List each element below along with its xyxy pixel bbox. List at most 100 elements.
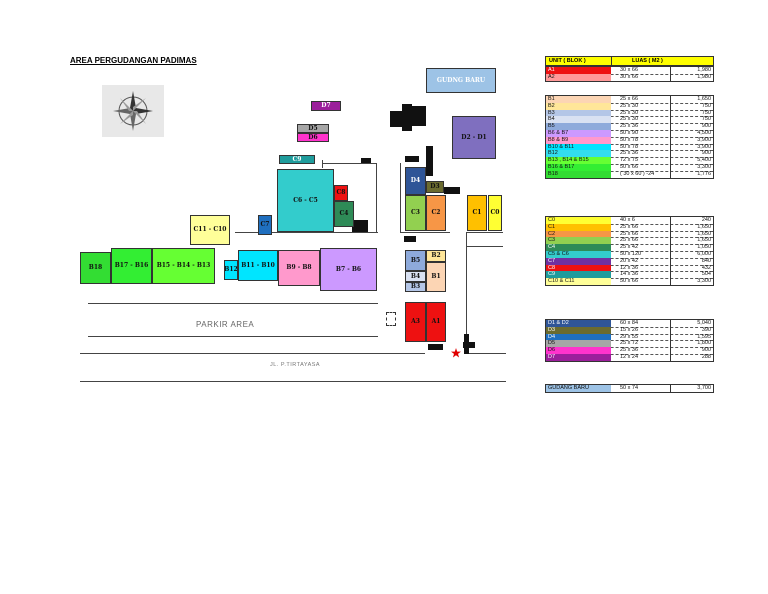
- legend-dimension: 50 x 74: [620, 385, 639, 391]
- legend-separator: [546, 170, 713, 172]
- legend-unit: D3: [546, 326, 611, 334]
- block-d3[interactable]: D3: [426, 181, 444, 193]
- legend-unit: B18: [546, 170, 611, 178]
- boundary-line: [400, 163, 401, 233]
- legend-dimension: 25 x 66: [620, 96, 639, 102]
- road-line: [80, 381, 506, 382]
- block-c11-c10[interactable]: C11 - C10: [190, 215, 230, 245]
- block-b5[interactable]: B5: [405, 250, 426, 271]
- legend-separator: [546, 326, 713, 328]
- legend-separator: [546, 150, 713, 152]
- legend-area: 1,980: [670, 73, 713, 81]
- legend-dimension: 12 x 24: [620, 354, 639, 360]
- legend-dimension: 60 x 84: [620, 320, 639, 326]
- legend-dimension: 50 x 78: [620, 136, 639, 143]
- block-c1[interactable]: C1: [467, 195, 487, 231]
- block-d4[interactable]: D4: [405, 167, 426, 195]
- block-c9[interactable]: C9: [279, 155, 315, 164]
- legend-area: 5,040: [670, 320, 713, 327]
- block-b1[interactable]: B1: [426, 262, 446, 292]
- legend-separator: [546, 130, 713, 131]
- block-b4[interactable]: B4: [405, 271, 426, 282]
- legend-unit: C1: [546, 223, 611, 231]
- block-a3[interactable]: A3: [405, 302, 426, 342]
- legend-area: 3,700: [670, 385, 713, 392]
- map-title: AREA PERGUDANGAN PADIMAS: [70, 56, 197, 65]
- block-b12[interactable]: B12: [224, 260, 238, 280]
- legend-dimension: 30 x 66: [620, 73, 639, 80]
- block-c0[interactable]: C0: [488, 195, 502, 231]
- legend-unit: B8 & B9: [546, 136, 611, 144]
- boundary-line: [376, 163, 377, 233]
- block-c6-c5[interactable]: C6 - C5: [277, 169, 334, 232]
- legend-dimension: 30 x 66: [620, 67, 639, 73]
- legend-dimension: 50 x 120: [620, 251, 642, 257]
- block-d2-d1[interactable]: D2 - D1: [452, 116, 496, 159]
- block-b2[interactable]: B2: [426, 250, 446, 262]
- boundary-line: [466, 232, 503, 233]
- block-b17-b16[interactable]: B17 - B16: [111, 248, 152, 284]
- block-c8[interactable]: C8: [334, 185, 348, 201]
- legend-area: 1,800: [670, 340, 713, 348]
- block-b3[interactable]: B3: [405, 282, 426, 292]
- block-d6[interactable]: D6: [297, 133, 329, 142]
- legend-dimension: 25 x 36: [620, 150, 639, 157]
- legend-area: 900: [670, 123, 713, 130]
- legend-area: 3,900: [670, 136, 713, 144]
- legend-separator: [546, 264, 713, 266]
- legend-dimension: 72 x 75: [620, 157, 639, 164]
- legend-area: 1,650: [670, 237, 713, 245]
- legend-separator: [546, 271, 713, 273]
- legend-header-luas: LUAS ( M2 ): [632, 58, 663, 64]
- legend-area: 1,650: [670, 223, 713, 231]
- block-b7-b6[interactable]: B7 - B6: [320, 248, 377, 291]
- legend-unit: D4: [546, 333, 611, 341]
- boundary-line: [466, 232, 467, 352]
- legend-unit: B2: [546, 102, 611, 110]
- building-dark: [426, 146, 433, 176]
- block-a1[interactable]: A1: [426, 302, 446, 342]
- legend-area: 3,300: [670, 278, 713, 285]
- block-c3[interactable]: C3: [405, 195, 426, 231]
- block-b18[interactable]: B18: [80, 252, 111, 284]
- building-dark: [390, 111, 402, 127]
- legend-unit: D5: [546, 340, 611, 348]
- legend-area: 1,650: [670, 230, 713, 238]
- legend-dimension: 15 x 26: [620, 326, 639, 333]
- block-b11-b10[interactable]: B11 - B10: [238, 250, 278, 281]
- legend-area: 750: [670, 116, 713, 124]
- legend-dimension: 25 x 36: [620, 347, 639, 354]
- legend-unit: B13 , B14 & B15: [546, 157, 611, 164]
- block-c4[interactable]: C4: [334, 201, 354, 227]
- legend-unit: A1: [546, 67, 611, 74]
- legend-dimension: 25 x 30: [620, 116, 639, 123]
- legend-area: 1,650: [670, 96, 713, 103]
- block-c2[interactable]: C2: [426, 195, 446, 231]
- block-d5[interactable]: D5: [297, 124, 329, 133]
- block-d7[interactable]: D7: [311, 101, 341, 111]
- legend-unit: C10 & C11: [546, 278, 611, 285]
- block-c7[interactable]: C7: [258, 215, 272, 235]
- block-gudang-baru[interactable]: GUDNG BARU: [426, 68, 496, 93]
- legend-separator: [546, 347, 713, 349]
- block-b15-b14-b13[interactable]: B15 - B14 - B13: [152, 248, 215, 284]
- legend-separator: [546, 223, 713, 225]
- legend-separator: [546, 257, 713, 259]
- legend-separator: [546, 354, 713, 355]
- block-b9-b8[interactable]: B9 - B8: [278, 250, 320, 286]
- building-dark: [412, 106, 426, 126]
- compass-rose-icon: [102, 85, 164, 137]
- legend-dimension: 25 x 66: [620, 237, 639, 244]
- legend-area: 390: [670, 326, 713, 334]
